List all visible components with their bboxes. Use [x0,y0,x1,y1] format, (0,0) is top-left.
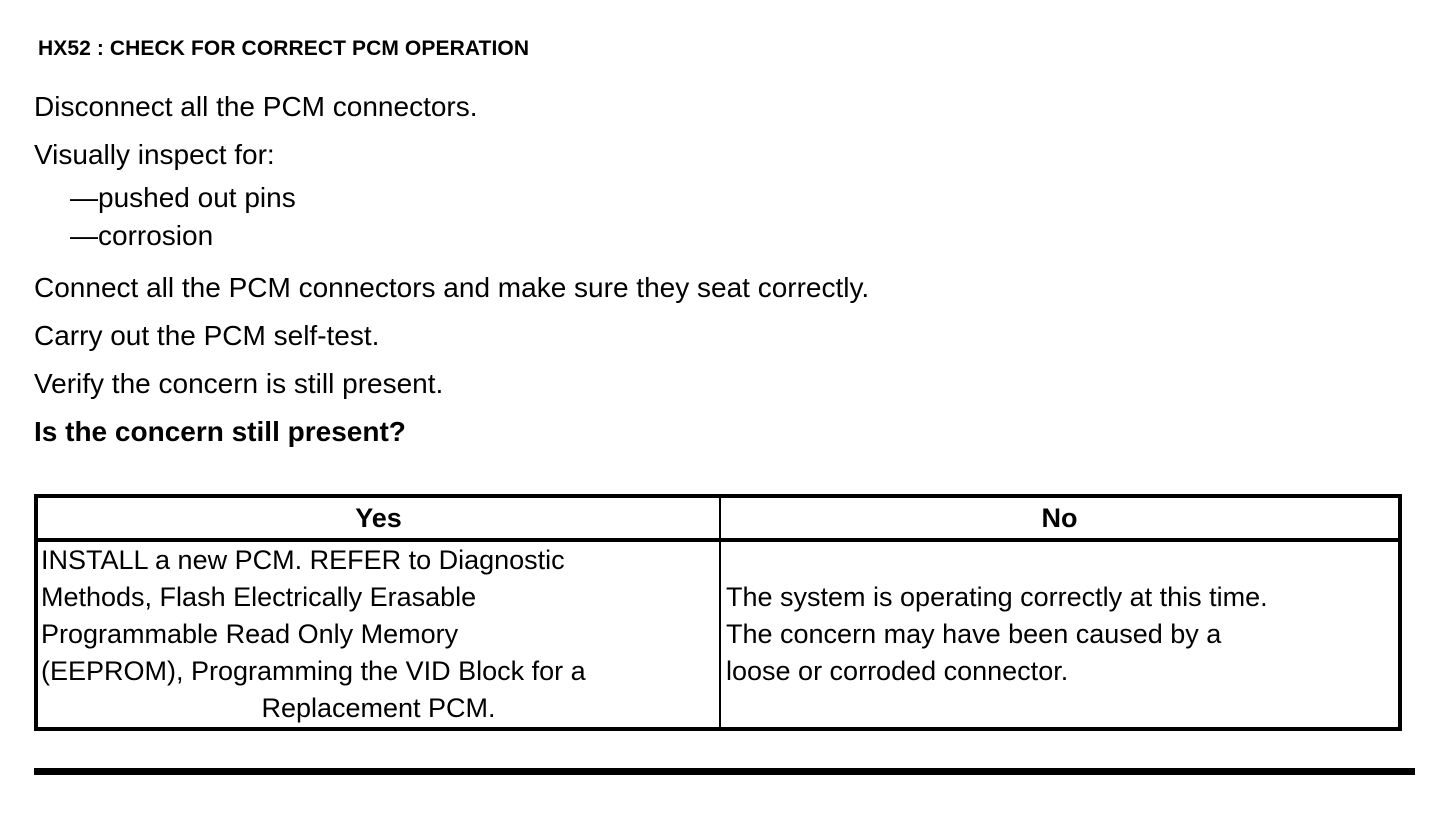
sub-list-item: —pushed out pins [70,182,296,213]
column-header-no: No [719,495,1401,542]
procedure-step: Verify the concern is still present. [34,368,444,399]
cell-no-action: The system is operating correctly at thi… [719,539,1401,730]
cell-line: The system is operating correctly at thi… [726,582,1268,612]
procedure-step: Carry out the PCM self-test. [34,320,380,351]
list-spacer [34,255,1414,264]
table-header-row: Yes No [35,495,1401,542]
cell-line: loose or corroded connector. [726,656,1069,686]
page-title: HX52 : CHECK FOR CORRECT PCM OPERATION [38,37,530,60]
inspect-sub-list: —pushed out pins —corrosion [34,179,1414,255]
procedure-step: Visually inspect for: [34,139,275,170]
yes-action-text: INSTALL a new PCM. REFER to Diagnostic M… [38,542,719,727]
procedure-step: Connect all the PCM connectors and make … [34,272,870,303]
decision-table: Yes No INSTALL a new PCM. REFER to Diagn… [34,494,1402,731]
cell-yes-action: INSTALL a new PCM. REFER to Diagnostic M… [35,539,721,730]
cell-line: Replacement PCM. [261,693,496,723]
cell-line: Programmable Read Only Memory [41,619,459,649]
cell-line: Methods, Flash Electrically Erasable [41,582,477,612]
column-header-yes: Yes [35,495,721,542]
table-row: INSTALL a new PCM. REFER to Diagnostic M… [35,539,1401,730]
decision-question: Is the concern still present? [34,416,406,447]
sub-list-item: —corrosion [70,220,214,251]
cell-line: (EEPROM), Programming the VID Block for … [41,656,586,686]
no-action-text: The system is operating correctly at thi… [721,579,1398,690]
cell-line: The concern may have been caused by a [726,619,1222,649]
procedure-steps: Disconnect all the PCM connectors. Visua… [34,83,1414,456]
cell-line: INSTALL a new PCM. REFER to Diagnostic [41,545,565,575]
section-divider-rule [34,768,1415,775]
procedure-step: Disconnect all the PCM connectors. [34,91,478,122]
